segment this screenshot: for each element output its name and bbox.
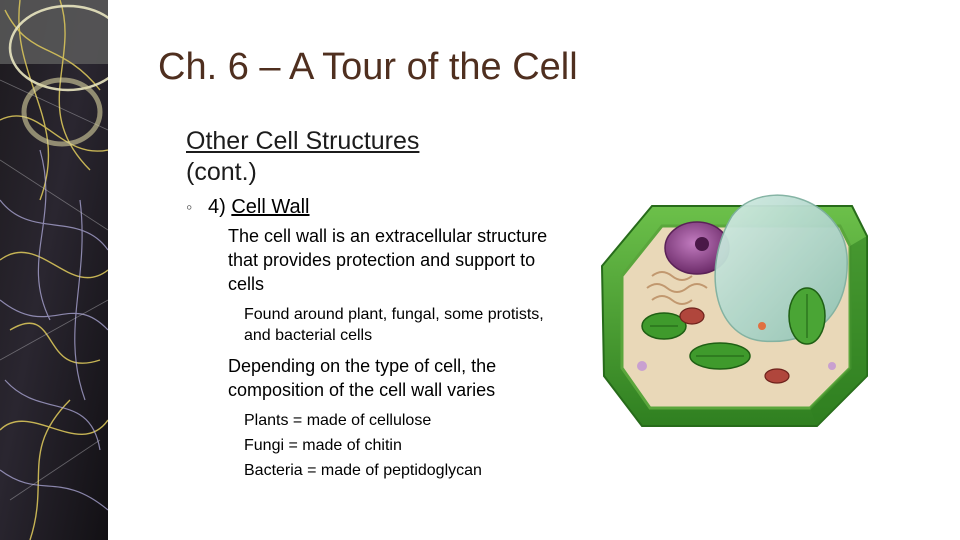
list-item: Fungi = made of chitin	[164, 435, 564, 456]
circle-bullet-icon: ◦	[186, 197, 193, 217]
subheading-prefix: 4)	[208, 196, 232, 218]
neuron-network-image	[0, 0, 108, 540]
list-item: Found around plant, fungal, some protist…	[164, 304, 564, 346]
section-heading-cont: (cont.)	[186, 158, 257, 186]
plant-cell-diagram-image	[600, 194, 868, 427]
bullet-text: Depending on the type of cell, the compo…	[228, 356, 497, 400]
heading-bullet: Other Cell Structures (cont.)	[164, 126, 564, 188]
slide-content: Other Cell Structures (cont.) ◦ 4) Cell …	[164, 126, 564, 481]
list-item: Depending on the type of cell, the compo…	[164, 354, 564, 402]
bullet-text: Fungi = made of chitin	[244, 437, 402, 454]
bullet-text: Plants = made of cellulose	[244, 412, 432, 429]
section-heading: Other Cell Structures	[186, 127, 420, 155]
list-item: The cell wall is an extracellular struct…	[164, 224, 564, 296]
subheading-bullet: ◦ 4) Cell Wall	[164, 194, 564, 220]
bullet-text: The cell wall is an extracellular struct…	[228, 226, 548, 294]
bullet-text: Found around plant, fungal, some protist…	[244, 306, 544, 344]
slide-title: Ch. 6 – A Tour of the Cell	[158, 46, 578, 88]
list-item: Plants = made of cellulose	[164, 410, 564, 431]
bullet-text: Bacteria = made of peptidoglycan	[244, 462, 482, 479]
list-item: Bacteria = made of peptidoglycan	[164, 460, 564, 481]
subheading: Cell Wall	[231, 196, 310, 218]
